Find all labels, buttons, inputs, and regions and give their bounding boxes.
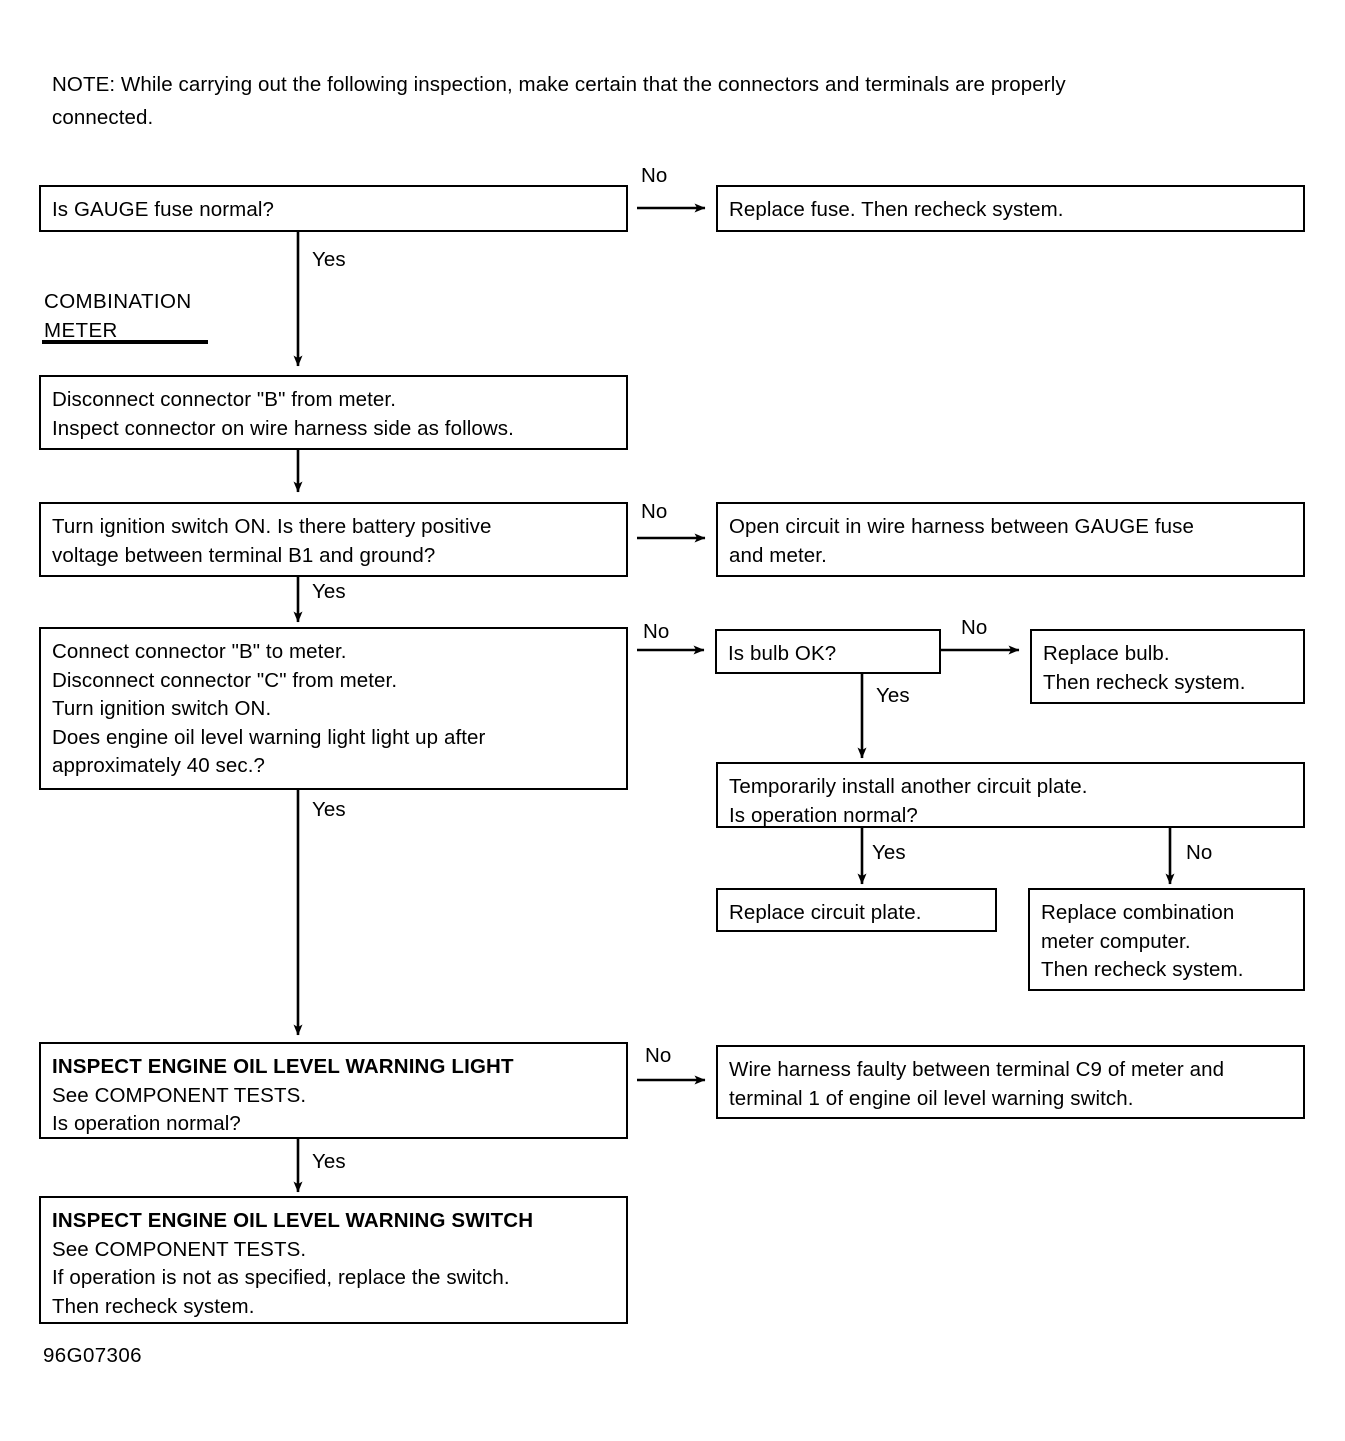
node-line: INSPECT ENGINE OIL LEVEL WARNING LIGHT — [52, 1055, 514, 1078]
node-line: Is operation normal? — [729, 803, 918, 827]
node-line: Then recheck system. — [1041, 958, 1244, 981]
node-line: Inspect connector on wire harness side a… — [52, 416, 514, 440]
node-line: Turn ignition switch ON. Is there batter… — [52, 515, 492, 538]
node-open-circuit-wire-harness[interactable]: Open circuit in wire harness between GAU… — [716, 502, 1305, 577]
note-text: NOTE: While carrying out the following i… — [52, 68, 1267, 134]
node-line: Replace combination — [1041, 901, 1235, 924]
node-disconnect-connector-b[interactable]: Disconnect connector "B" from meter. Ins… — [39, 375, 628, 450]
edge-label-yes-bulb: Yes — [876, 684, 910, 707]
edge-label-no-fuse: No — [641, 164, 668, 187]
edge-label-no-voltage: No — [641, 500, 668, 523]
edge-label-yes-inspect-light: Yes — [312, 1150, 346, 1173]
node-is-gauge-fuse-normal[interactable]: Is GAUGE fuse normal? — [39, 185, 628, 232]
edge-label-no-bulb: No — [961, 616, 988, 639]
node-wire-harness-faulty[interactable]: Wire harness faulty between terminal C9 … — [716, 1045, 1305, 1119]
edge-label-yes-oil-light: Yes — [312, 798, 346, 821]
node-line: INSPECT ENGINE OIL LEVEL WARNING SWITCH — [52, 1209, 534, 1232]
node-line: Temporarily install another circuit plat… — [729, 775, 1088, 798]
node-replace-circuit-plate[interactable]: Replace circuit plate. — [716, 888, 997, 932]
edge-label-no-inspect-light: No — [645, 1044, 672, 1067]
node-line: terminal 1 of engine oil level warning s… — [729, 1086, 1134, 1110]
node-turn-ignition-switch-on-voltage[interactable]: Turn ignition switch ON. Is there batter… — [39, 502, 628, 577]
edge-label-yes-circuit-plate: Yes — [872, 841, 906, 864]
node-line: Is operation normal? — [52, 1112, 241, 1135]
edge-label-no-warning-light: No — [643, 620, 670, 643]
node-line: meter computer. — [1041, 929, 1191, 953]
node-line: Disconnect connector "C" from meter. — [52, 668, 398, 692]
note-line-1: NOTE: While carrying out the following i… — [52, 73, 1066, 96]
node-replace-combination-meter-computer[interactable]: Replace combination meter computer. Then… — [1028, 888, 1305, 991]
node-is-bulb-ok[interactable]: Is bulb OK? — [715, 629, 941, 674]
section-heading: COMBINATION METER — [44, 287, 192, 345]
node-line: Disconnect connector "B" from meter. — [52, 388, 397, 411]
node-replace-fuse[interactable]: Replace fuse. Then recheck system. — [716, 185, 1305, 232]
node-line: Wire harness faulty between terminal C9 … — [729, 1058, 1225, 1081]
edge-label-no-circuit-plate: No — [1186, 841, 1213, 864]
section-heading-line-1: COMBINATION — [44, 290, 192, 313]
section-heading-line-2: METER — [44, 319, 118, 342]
node-line: Connect connector "B" to meter. — [52, 640, 347, 663]
node-inspect-engine-oil-level-warning-switch[interactable]: INSPECT ENGINE OIL LEVEL WARNING SWITCH … — [39, 1196, 628, 1324]
node-line: approximately 40 sec.? — [52, 754, 266, 777]
node-line: Does engine oil level warning light ligh… — [52, 725, 486, 749]
node-line: Is bulb OK? — [728, 642, 837, 665]
edge-label-yes-voltage: Yes — [312, 580, 346, 603]
node-line: Replace circuit plate. — [729, 901, 922, 924]
node-line: voltage between terminal B1 and ground? — [52, 543, 436, 567]
section-heading-underline — [42, 340, 208, 344]
note-line-2: connected. — [52, 106, 154, 129]
node-line: See COMPONENT TESTS. — [52, 1237, 307, 1261]
node-line: If operation is not as specified, replac… — [52, 1266, 510, 1289]
node-connect-connector-b-oil-warning-light[interactable]: Connect connector "B" to meter. Disconne… — [39, 627, 628, 790]
node-line: Then recheck system. — [52, 1294, 255, 1318]
node-inspect-engine-oil-level-warning-light[interactable]: INSPECT ENGINE OIL LEVEL WARNING LIGHT S… — [39, 1042, 628, 1139]
node-temporarily-install-circuit-plate[interactable]: Temporarily install another circuit plat… — [716, 762, 1305, 828]
node-line: and meter. — [729, 543, 827, 567]
node-replace-bulb[interactable]: Replace bulb. Then recheck system. — [1030, 629, 1305, 704]
figure-id: 96G07306 — [43, 1344, 142, 1367]
edge-label-yes-fuse: Yes — [312, 248, 346, 271]
node-line: See COMPONENT TESTS. — [52, 1083, 307, 1107]
node-line: Is GAUGE fuse normal? — [52, 198, 274, 221]
node-line: Turn ignition switch ON. — [52, 697, 272, 720]
node-line: Replace fuse. Then recheck system. — [729, 198, 1064, 221]
node-line: Replace bulb. — [1043, 642, 1170, 665]
node-line: Open circuit in wire harness between GAU… — [729, 515, 1195, 538]
node-line: Then recheck system. — [1043, 670, 1246, 694]
